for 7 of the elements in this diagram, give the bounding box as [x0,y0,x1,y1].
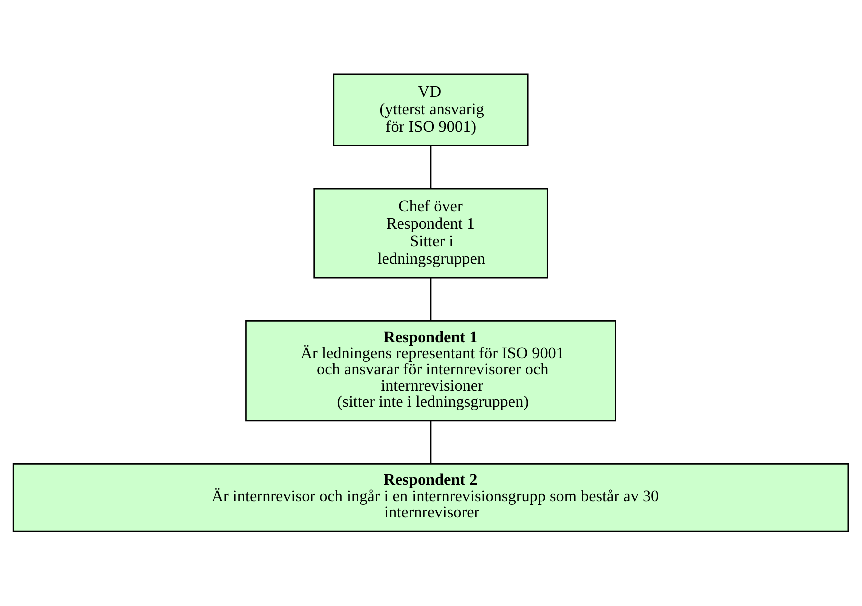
node-box: Respondent 1 Är ledningens representant för ISO 9001 och ansvarar för internrevisorer och internrevisioner (sitter inte i ledningsgruppen) [246,320,616,422]
connector [430,421,432,464]
connector [430,146,432,189]
node-box: Respondent 2 Är internrevisor och ingår i en internrevisionsgrupp som består av 30 internrevisorer [12,464,850,532]
connector [430,278,432,321]
node-box: Chef över Respondent 1 Sitter i ledningsgruppen [314,188,548,279]
node-box: VD (ytterst ansvarig för ISO 9001) [333,74,529,147]
